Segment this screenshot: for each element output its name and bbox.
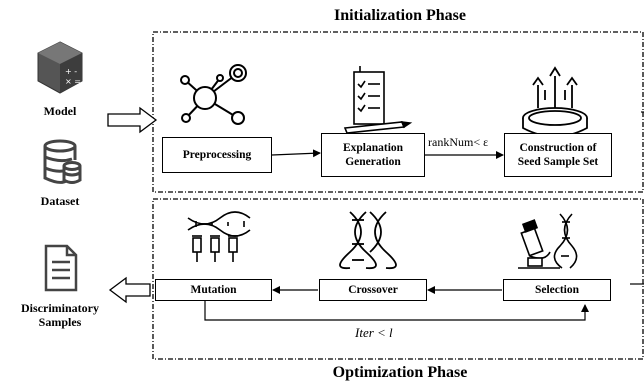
selection-box: Selection xyxy=(503,279,611,301)
discriminatory-samples-label: Discriminatory Samples xyxy=(0,301,120,329)
checklist-pen-icon xyxy=(343,66,413,134)
database-icon xyxy=(43,139,82,184)
preprocessing-label: Preprocessing xyxy=(182,149,252,161)
selection-label: Selection xyxy=(534,284,580,296)
svg-text:× =: × = xyxy=(65,77,81,86)
crossover-box: Crossover xyxy=(319,279,427,301)
model-label: Model xyxy=(43,104,77,118)
molecule-icon xyxy=(180,64,247,125)
mutation-label: Mutation xyxy=(190,284,237,296)
model-cube-icon: + - × = xyxy=(37,41,83,94)
dna-syringe-icon xyxy=(187,211,251,262)
initialization-phase-title: Initialization Phase xyxy=(333,7,466,24)
construction-seed-box: Construction of Seed Sample Set xyxy=(504,133,612,177)
output-hollow-arrow xyxy=(108,276,151,304)
seed-dish-icon xyxy=(522,66,588,138)
dataset-label: Dataset xyxy=(40,194,80,208)
preprocessing-box: Preprocessing xyxy=(162,137,272,173)
output-label-line2: Samples xyxy=(38,315,82,329)
explanation-label-line1: Explanation xyxy=(342,142,404,154)
explanation-generation-box: Explanation Generation xyxy=(321,133,425,177)
mutation-box: Mutation xyxy=(155,279,272,301)
crossover-label: Crossover xyxy=(348,284,398,296)
optimization-phase-frame xyxy=(152,198,644,360)
iteration-condition-label: Iter < l xyxy=(355,325,393,340)
optimization-phase-title: Optimization Phase xyxy=(332,364,468,381)
microscope-dna-icon xyxy=(518,213,578,269)
construction-label-line2: Seed Sample Set xyxy=(517,156,599,168)
construction-label-line1: Construction of xyxy=(519,142,597,154)
document-icon xyxy=(44,244,78,292)
arrow-preprocessing-to-explanation xyxy=(271,149,321,158)
explanation-label-line2: Generation xyxy=(345,156,401,168)
ranknum-condition-label: rankNum< ε xyxy=(428,135,489,149)
output-label-line1: Discriminatory xyxy=(21,301,99,315)
iteration-loop-arrow xyxy=(204,301,589,321)
svg-text:+ -: + - xyxy=(65,67,77,76)
dna-crossover-icon xyxy=(339,211,397,270)
input-hollow-arrow xyxy=(107,106,158,134)
